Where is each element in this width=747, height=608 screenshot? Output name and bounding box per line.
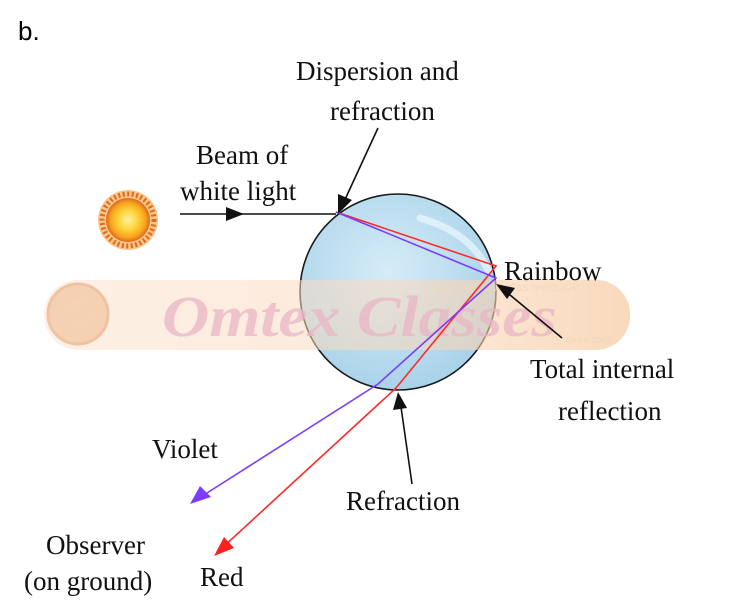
label-violet: Violet — [152, 434, 218, 464]
watermark-since: Since 2003 — [566, 335, 611, 345]
watermark-brand: Omtex Classes — [162, 284, 557, 349]
label-observer-line1: Observer — [46, 530, 145, 560]
label-tir-line1: Total internal — [530, 354, 674, 384]
label-refraction: Refraction — [346, 486, 460, 516]
dispersion-pointer-arrowhead — [338, 194, 352, 214]
sun-icon — [98, 190, 158, 250]
watermark-badge-icon — [46, 282, 110, 346]
label-beam-line1: Beam of — [196, 140, 288, 170]
dispersion-pointer — [341, 127, 379, 207]
refraction-pointer — [399, 399, 413, 485]
refraction-pointer-arrowhead — [393, 392, 407, 410]
label-observer-line2: (on ground) — [24, 566, 152, 596]
label-dispersion-line1: Dispersion and — [296, 56, 459, 86]
label-rainbow: Rainbow — [504, 256, 602, 286]
label-tir-line2: reflection — [558, 396, 662, 426]
part-label: b. — [18, 16, 40, 46]
label-dispersion-line2: refraction — [330, 96, 435, 126]
label-beam-line2: white light — [180, 176, 297, 206]
red-arrowhead — [214, 537, 234, 556]
red-ray — [221, 211, 498, 549]
violet-arrowhead — [190, 486, 211, 504]
violet-ray — [195, 211, 498, 501]
beam-arrowhead — [226, 207, 244, 221]
tir-pointer — [503, 289, 563, 339]
tir-pointer-arrowhead — [496, 284, 515, 299]
label-red: Red — [200, 562, 244, 592]
watermark: OMTEX Classes Omtex Classes "ACHIEVE... … — [44, 280, 630, 350]
